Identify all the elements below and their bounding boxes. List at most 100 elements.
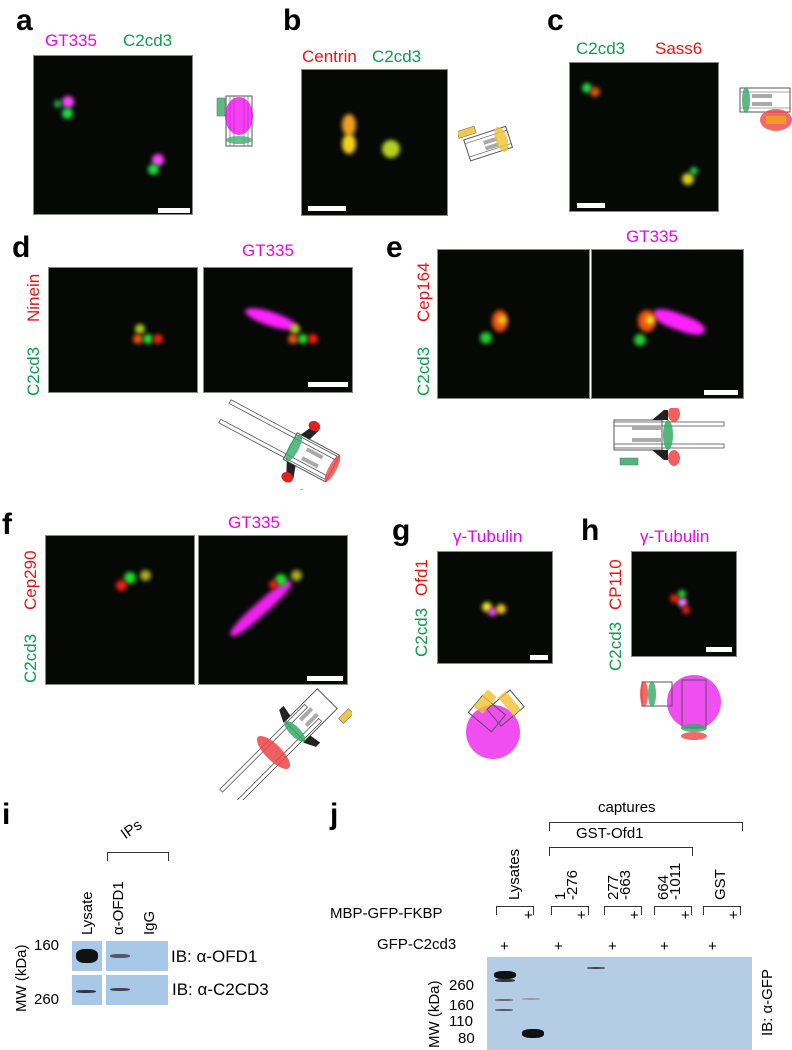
blot-i-c2cd3-ips: [106, 975, 168, 1005]
ip-group-label: IPs: [117, 816, 146, 843]
blot-j-anti-gfp: [487, 957, 752, 1050]
stain-label-ofd1: Ofd1: [412, 559, 431, 596]
centriole-schematic-h: [640, 675, 721, 740]
lane-bracket-5: [703, 906, 741, 915]
panel-label-j: j: [330, 798, 339, 831]
plus-c2cd3-5: +: [708, 938, 717, 955]
scale-bar: [308, 206, 346, 211]
ib-label-ofd1: IB: α-OFD1: [171, 947, 258, 966]
micrograph-e-gt335: [591, 249, 744, 399]
panel-label-e: e: [386, 231, 403, 264]
ib-label-gfp: IB: α-GFP: [759, 968, 776, 1036]
panel-label-a: a: [16, 4, 33, 37]
scale-bar: [530, 655, 548, 660]
centriole-schematic-b: [458, 125, 514, 162]
centriole-schematic-a: [216, 95, 253, 147]
micrograph-d-gt335: [203, 267, 353, 393]
panel-label-f: f: [2, 508, 12, 541]
panel-label-i: i: [2, 798, 11, 831]
stain-label-gamma-tubulin: γ-Tubulin: [640, 527, 710, 546]
scale-bar: [158, 208, 190, 213]
lane-bracket-4: [654, 906, 692, 915]
plus-mbp-4: +: [681, 907, 690, 924]
panel-label-b: b: [283, 4, 302, 37]
captures-bracket: [549, 822, 743, 831]
ib-label-c2cd3: IB: α-C2CD3: [172, 980, 269, 999]
stain-label-c2cd3: C2cd3: [24, 346, 43, 396]
stain-label-c2cd3: C2cd3: [576, 39, 626, 58]
micrograph-f-gt335: [198, 535, 348, 685]
plus-c2cd3-4: +: [660, 938, 669, 955]
micrograph-a: [33, 55, 193, 215]
stain-label-gt335: GT335: [228, 513, 280, 532]
panel-label-d: d: [12, 231, 31, 264]
lane-label-anti-ofd1: α-OFD1: [110, 881, 127, 935]
stain-label-c2cd3: C2cd3: [606, 621, 625, 671]
stain-label-gamma-tubulin: γ-Tubulin: [453, 527, 523, 546]
stain-label-gt335: GT335: [45, 31, 97, 50]
lane-label-igg: IgG: [141, 910, 158, 935]
mw-tick-260: 260: [34, 991, 60, 1008]
mw-tick-260: 260: [449, 977, 475, 994]
stain-label-gt335: GT335: [242, 241, 294, 260]
plus-mbp-3: +: [630, 907, 639, 924]
centriole-schematic-f: [219, 688, 352, 800]
lane-label-276: -276: [564, 869, 581, 900]
lane-label-663: -663: [617, 869, 634, 900]
row-label-mbp-gfp-fkbp: MBP-GFP-FKBP: [330, 905, 443, 922]
gst-ofd1-bracket: [549, 847, 693, 856]
lane-label-1011: -1011: [667, 862, 684, 900]
centriole-schematic-d: [218, 399, 341, 490]
micrograph-c: [569, 62, 719, 212]
stain-label-cep290: Cep290: [21, 550, 40, 610]
panel-label-c: c: [547, 4, 564, 37]
micrograph-g: [437, 551, 553, 664]
captures-label: captures: [598, 799, 656, 816]
scale-bar: [706, 647, 732, 652]
ip-bracket: [107, 852, 169, 861]
centriole-schematic-e: [613, 408, 725, 466]
centriole-schematic-c: [739, 87, 792, 131]
centriole-schematic-g: [466, 689, 525, 759]
mw-tick-160: 160: [34, 937, 60, 954]
lane-label-lysates: Lysates: [506, 848, 523, 900]
mw-tick-110: 110: [449, 1013, 473, 1030]
blot-i-ofd1-ips: [106, 941, 168, 971]
scale-bar: [577, 203, 605, 208]
row-label-gfp-c2cd3: GFP-C2cd3: [377, 936, 457, 953]
plus-c2cd3-1: +: [500, 938, 509, 955]
scale-bar: [704, 390, 738, 395]
scale-bar: [308, 382, 348, 387]
lane-bracket-1: [496, 906, 534, 915]
micrograph-e-merge: [437, 249, 590, 399]
stain-label-ninein: Ninein: [24, 273, 43, 322]
stain-label-centrin: Centrin: [302, 47, 357, 66]
panel-label-g: g: [392, 514, 411, 547]
plus-c2cd3-2: +: [554, 938, 563, 955]
micrograph-f-merge: [45, 535, 195, 685]
blot-i-c2cd3-lysate: [72, 975, 102, 1005]
mw-axis-label: MW (kDa): [426, 980, 443, 1049]
mw-tick-80: 80: [458, 1030, 475, 1047]
stain-label-gt335: GT335: [626, 227, 678, 246]
stain-label-sass6: Sass6: [655, 39, 703, 58]
plus-mbp-2: +: [577, 907, 586, 924]
stain-label-cep164: Cep164: [414, 262, 433, 322]
panel-label-h: h: [581, 514, 600, 547]
stain-label-c2cd3: C2cd3: [372, 47, 422, 66]
mw-axis-label: MW (kDa): [13, 944, 30, 1013]
stain-label-cp110: CP110: [606, 559, 625, 610]
scale-bar: [307, 676, 343, 681]
gst-ofd1-label: GST-Ofd1: [576, 825, 644, 842]
micrograph-h: [631, 551, 737, 657]
plus-mbp-1: +: [524, 907, 533, 924]
micrograph-d-merge: [48, 267, 198, 393]
lane-bracket-2: [551, 906, 589, 915]
stain-label-c2cd3: C2cd3: [123, 31, 173, 50]
stain-label-c2cd3: C2cd3: [412, 607, 431, 657]
mw-tick-160: 160: [449, 997, 475, 1014]
blot-i-ofd1-lysate: [72, 941, 102, 971]
stain-label-c2cd3: C2cd3: [21, 633, 40, 683]
stain-label-c2cd3: C2cd3: [414, 346, 433, 396]
lane-label-gst: GST: [712, 869, 729, 900]
